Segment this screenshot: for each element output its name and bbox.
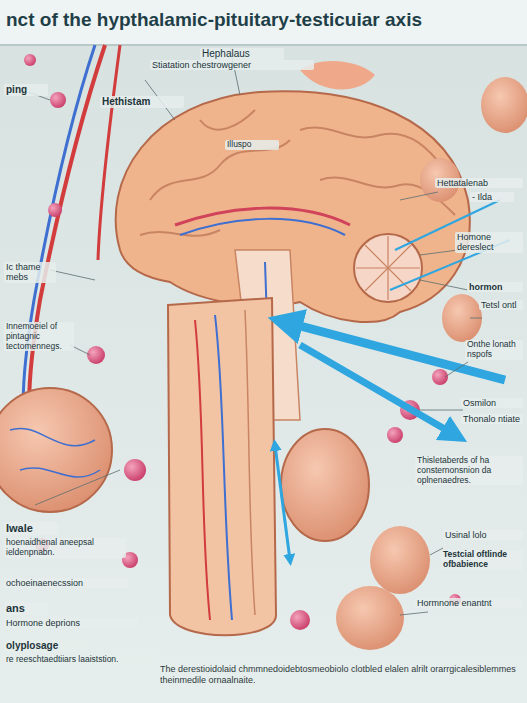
vessel <box>10 428 100 477</box>
callout-label: Ic thame mebs <box>4 262 56 283</box>
callout-label: ochoeinaenecssion <box>4 578 128 588</box>
brain-gyri <box>140 110 455 236</box>
oval-organ <box>481 77 527 133</box>
callout-label: Thisletaberds of ha consternonsnion da o… <box>415 456 523 485</box>
callout-label: Hormone deprions <box>4 618 138 628</box>
callout-label: Thonalo ntiate <box>461 414 523 424</box>
callout-label: Hormnone enantnt <box>415 598 523 608</box>
callout-label: Usinal lolo <box>443 530 523 540</box>
oval-organ <box>370 526 430 594</box>
caption: The derestioidolaid chmmnedoidebtosmeobi… <box>160 664 520 687</box>
callout-label: Hethistam <box>100 96 184 108</box>
callout-label: Onthe lonath nspofs <box>465 340 523 360</box>
hormone-arrows <box>275 200 510 560</box>
central-organ <box>168 298 276 635</box>
vessel <box>215 315 232 620</box>
title-rule <box>0 44 527 46</box>
callout-label: Osmilon <box>461 398 523 408</box>
oval-organ <box>336 586 404 650</box>
testis <box>0 388 112 512</box>
cerebellum <box>354 234 422 302</box>
callout-label: Hephalaus <box>200 48 284 60</box>
leader-lines <box>28 48 482 615</box>
fold <box>245 310 255 615</box>
title-band <box>0 0 527 44</box>
callout-label: hormon <box>467 282 523 292</box>
callout-label: - Ilda <box>470 192 514 202</box>
vessel <box>195 320 210 620</box>
callout-label: olyplosage <box>4 640 88 652</box>
title: nct of the hypthalamic-pituitary-testicu… <box>6 10 521 31</box>
callout-label: ping <box>4 84 48 96</box>
callout-label: re reeschtaedtiiars laaiststion. <box>4 655 158 665</box>
vessel <box>180 219 345 235</box>
artery <box>29 45 105 420</box>
callout-label: Iwale <box>4 522 58 535</box>
callout-label: Tetsl ontl <box>479 300 523 310</box>
testis <box>281 429 369 541</box>
callout-label: Innemoeiel of pintagnic tectomennegs. <box>4 322 74 351</box>
callout-label: hoenaidhenal aneepsal ieldenpnabn. <box>4 538 126 558</box>
cerebellum-folia <box>356 236 420 300</box>
callout-label: Testcial oftlinde ofbabience <box>441 550 523 570</box>
callout-label: ans <box>4 602 48 615</box>
corpus-callosum <box>175 208 350 225</box>
vein <box>23 45 95 420</box>
callout-label: Hettatalenab <box>435 178 523 188</box>
oval-organ <box>442 294 482 342</box>
callout-label: Homone dereslect <box>455 232 523 253</box>
callout-label: Stiatation chestrowgener <box>150 60 314 70</box>
callout-label: Illuspo <box>225 140 279 150</box>
